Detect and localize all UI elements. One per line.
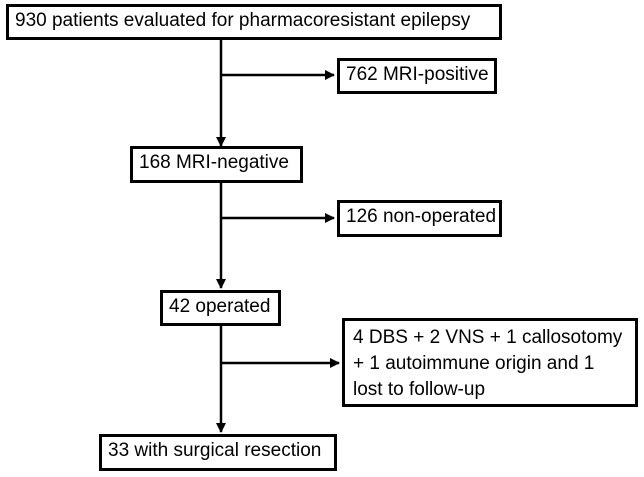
start-box: 930 patients evaluated for pharmacoresis… [6,4,502,40]
mri-positive-label: 762 MRI-positive [346,64,489,85]
excluded-line-2: + 1 autoimmune origin and 1 [353,353,595,374]
mri-negative-box: 168 MRI-negative [130,146,303,183]
excluded-box: 4 DBS + 2 VNS + 1 callosotomy + 1 autoim… [342,318,638,407]
start-label: 930 patients evaluated for pharmacoresis… [15,10,471,31]
mri-positive-box: 762 MRI-positive [337,58,497,94]
resection-box: 33 with surgical resection [99,434,337,471]
operated-label: 42 operated [169,296,271,317]
operated-box: 42 operated [160,290,281,326]
mri-negative-label: 168 MRI-negative [139,152,289,173]
excluded-line-1: 4 DBS + 2 VNS + 1 callosotomy [353,327,623,348]
non-operated-label: 126 non-operated [346,206,497,227]
non-operated-box: 126 non-operated [337,200,502,237]
resection-label: 33 with surgical resection [108,440,322,461]
excluded-line-3: lost to follow-up [353,379,486,400]
